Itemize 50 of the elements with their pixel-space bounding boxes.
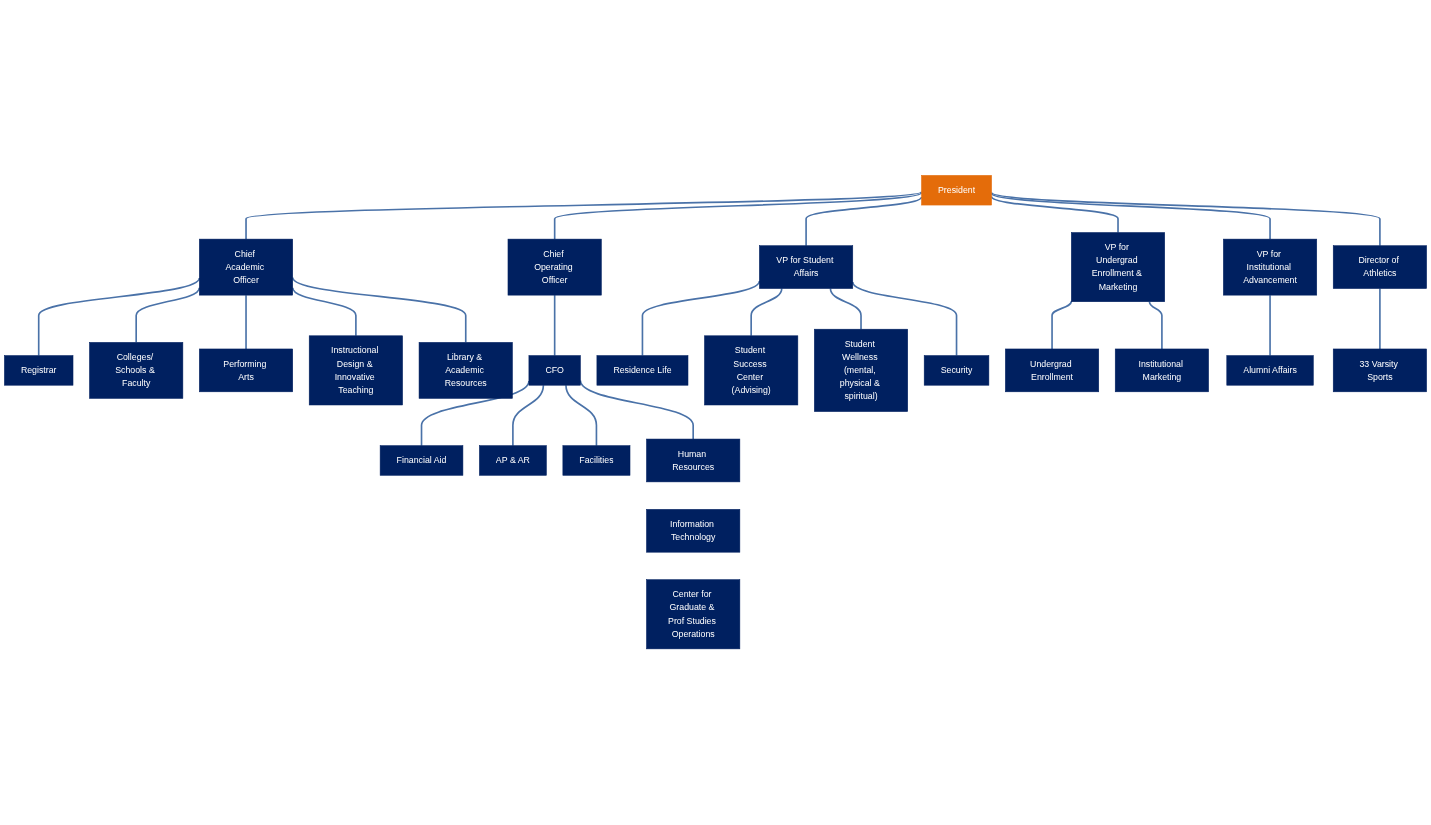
node-box: Instructional Design & Innovative Teaching bbox=[308, 335, 403, 406]
connector bbox=[641, 280, 761, 357]
connector bbox=[37, 277, 201, 357]
connector bbox=[291, 287, 357, 337]
connector bbox=[1051, 300, 1073, 351]
node-box: CFO bbox=[528, 355, 581, 386]
node-box: Registrar bbox=[4, 355, 74, 386]
node-box: Student Success Center (Advising) bbox=[704, 335, 799, 406]
connector bbox=[553, 294, 556, 357]
node-box: VP for Student Affairs bbox=[759, 245, 854, 290]
node-box: Residence Life bbox=[596, 355, 689, 386]
connector bbox=[990, 195, 1119, 234]
connector bbox=[512, 384, 545, 447]
connector bbox=[1269, 294, 1271, 357]
connector bbox=[245, 294, 247, 351]
connector bbox=[579, 380, 694, 441]
connector bbox=[990, 192, 1381, 247]
connector bbox=[829, 288, 862, 331]
node-box: Library & Academic Resources bbox=[418, 342, 513, 400]
connector bbox=[990, 192, 1271, 241]
connector bbox=[750, 288, 783, 337]
node-box: AP & AR bbox=[479, 445, 547, 476]
connector bbox=[805, 196, 923, 247]
node-box: Chief Academic Officer bbox=[199, 239, 293, 296]
connector bbox=[1148, 301, 1163, 351]
node-box: Facilities bbox=[562, 445, 631, 476]
node-box: Security bbox=[923, 355, 990, 386]
connector bbox=[135, 287, 201, 344]
node-box: Financial Aid bbox=[379, 445, 464, 476]
node-box: Director of Athletics bbox=[1332, 245, 1427, 290]
connector bbox=[291, 276, 467, 344]
node-box: Student Wellness (mental, physical & spiritual) bbox=[814, 329, 908, 413]
connector bbox=[565, 384, 598, 447]
connector bbox=[245, 191, 923, 241]
connector bbox=[553, 192, 923, 241]
node-box: VP for Undergrad Enrollment & Marketing bbox=[1071, 232, 1165, 303]
node-box: Human Resources bbox=[646, 439, 741, 483]
connector bbox=[851, 281, 958, 357]
node-box: President bbox=[921, 175, 992, 206]
node-box: VP for Institutional Advancement bbox=[1223, 239, 1317, 296]
node-box: Information Technology bbox=[646, 509, 741, 553]
node-box: Center for Graduate & Prof Studies Operations bbox=[646, 579, 741, 650]
connector bbox=[1379, 288, 1381, 351]
node-box: Institutional Marketing bbox=[1114, 349, 1209, 393]
node-box: 33 Varsity Sports bbox=[1332, 349, 1427, 393]
node-box: Undergrad Enrollment bbox=[1005, 349, 1099, 393]
node-box: Alumni Affairs bbox=[1226, 355, 1314, 386]
node-box: Performing Arts bbox=[199, 349, 293, 393]
node-box: Chief Operating Officer bbox=[507, 239, 602, 296]
node-box: Colleges/ Schools & Faculty bbox=[89, 342, 184, 400]
